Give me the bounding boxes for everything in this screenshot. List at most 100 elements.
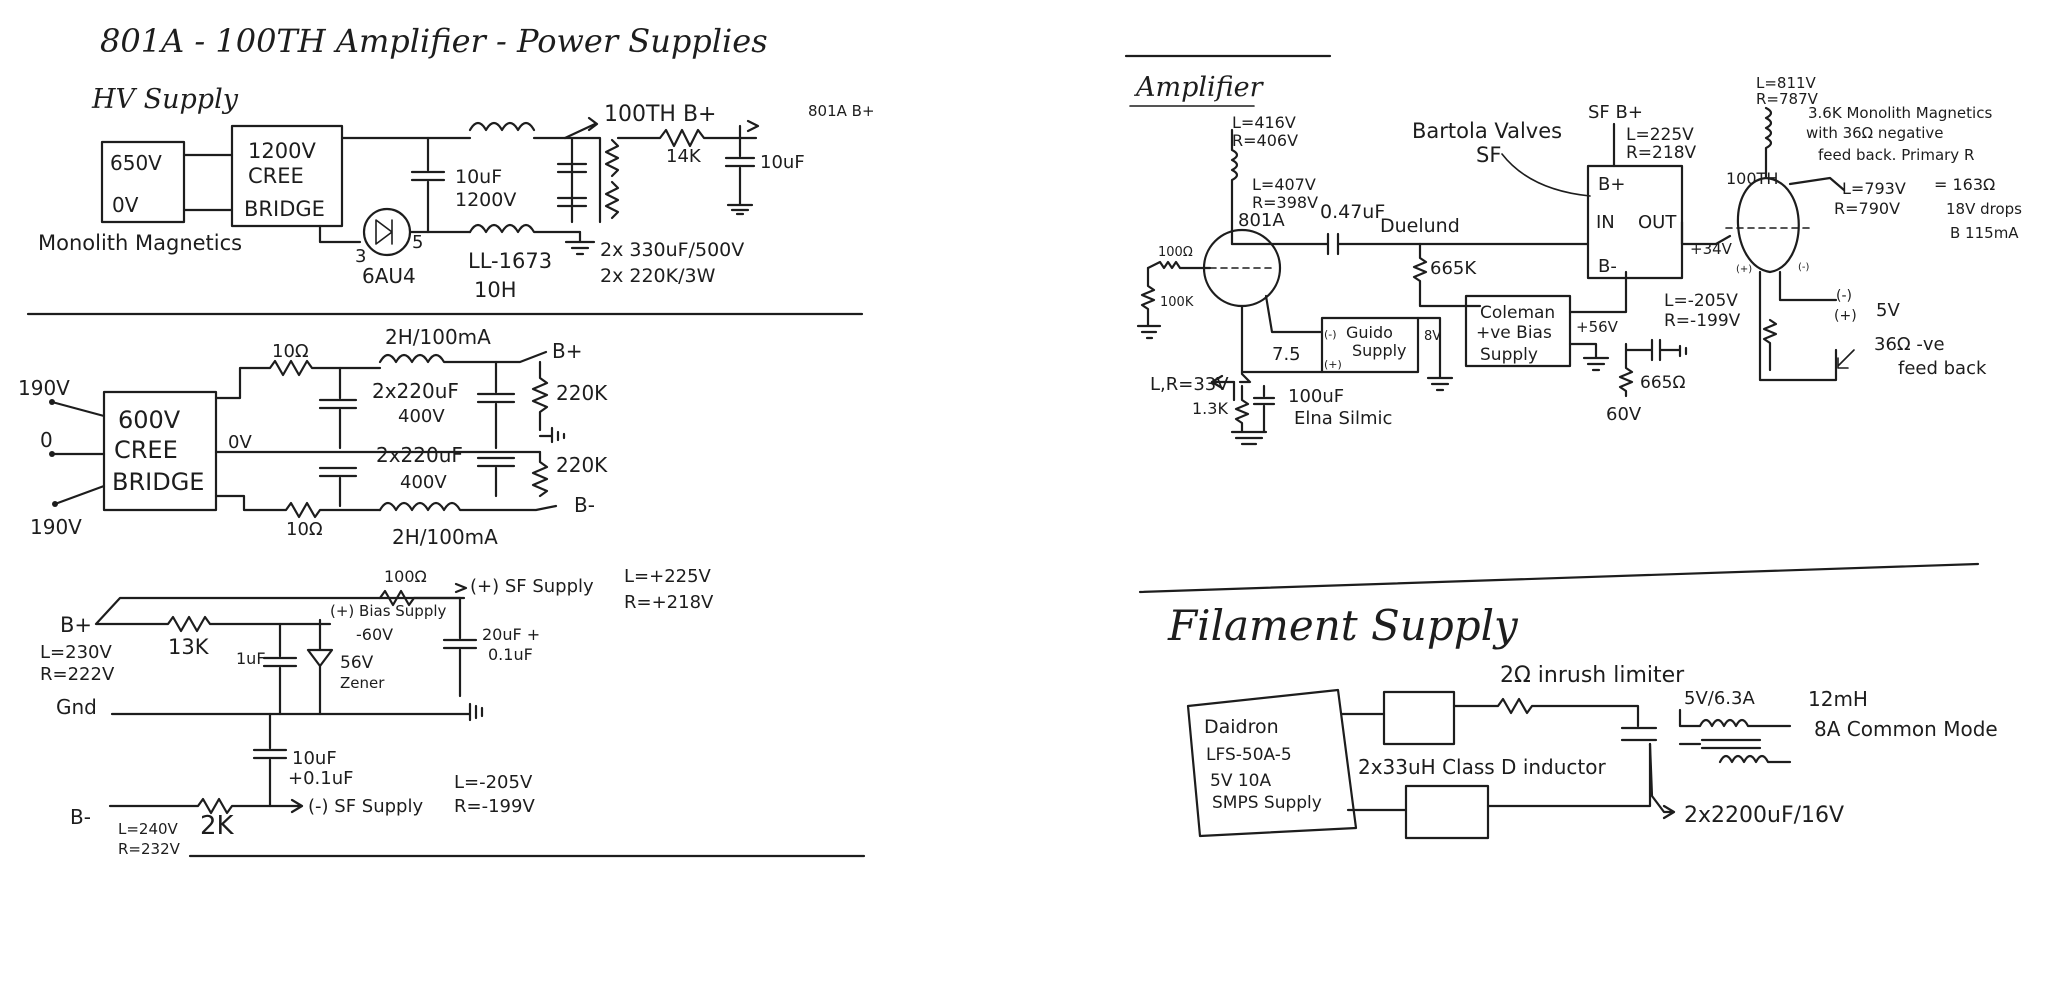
hv-rect-pin-right: 5 <box>412 232 423 253</box>
amp-primary-ohm: = 163Ω <box>1934 175 1995 194</box>
amp-feedback-l1: 36Ω -ve <box>1874 334 1945 355</box>
bias-v-bot: 190V <box>30 515 82 539</box>
bias-bridge-l1: 600V <box>118 406 181 434</box>
sf-supply-section: B+ L=230V R=222V 13K 1uF 56V Zener (+) B… <box>40 566 714 858</box>
hv-14k-resistor <box>616 119 760 148</box>
amp-plate-tap <box>1788 176 1846 192</box>
hv-rectifier-tube <box>362 207 412 257</box>
filament-cm-l1: 12mH <box>1808 687 1868 711</box>
amp-v5: 5V <box>1876 300 1900 321</box>
hv-r14k: 14K <box>666 146 702 167</box>
page-title: 801A - 100TH Amplifier - Power Supplies <box>100 22 768 60</box>
amp-r-665k: 665K <box>1430 258 1477 279</box>
sf-neg-meas-l: L=-205V <box>454 772 533 793</box>
hv-bridge-l2: CREE <box>248 164 304 188</box>
hv-cap1 <box>410 136 446 234</box>
amp-sf-box-bminus: B- <box>1598 256 1617 277</box>
bias-caps-left <box>318 366 358 508</box>
bias-v-mid: 0 <box>40 428 53 452</box>
amp-plate-meas-l: L=811V <box>1756 74 1817 92</box>
amp-heading: Amplifier <box>1133 72 1265 103</box>
sf-cap-20u <box>442 596 478 698</box>
amp-grid-stopper <box>1146 260 1212 270</box>
amp-filament-wiring <box>1758 270 1838 382</box>
hv-cap2 <box>724 124 756 216</box>
amp-sf-bminus-r: R=-199V <box>1664 311 1741 331</box>
bias-bottom-rail-a <box>214 494 382 519</box>
hv-bridge-box <box>230 124 344 228</box>
bias-cap-top-1: 2x220uF <box>372 379 459 403</box>
hv-tx-maker: Monolith Magnetics <box>38 231 242 255</box>
amp-sf-meas-r: R=218V <box>1626 143 1697 163</box>
amp-coupling-cap <box>1230 232 1422 256</box>
amp-v60: 60V <box>1606 404 1642 425</box>
filament-smps-l1: Daidron <box>1204 716 1279 738</box>
amp-guido-8v: 8V <box>1424 329 1441 344</box>
amp-otx-l1: 3.6K Monolith Magnetics <box>1808 104 1992 122</box>
hv-tx-bottom: 0V <box>112 193 139 217</box>
amp-otx-l3: feed back. Primary R <box>1818 146 1974 164</box>
amp-guido-plus: (+) <box>1324 358 1342 371</box>
amp-v56: +56V <box>1576 318 1619 336</box>
hv-supply-section: HV Supply 650V 0V Monolith Magnetics 120… <box>38 84 875 302</box>
amp-grid-leak <box>1136 266 1162 340</box>
sf-neg-out: (-) SF Supply <box>308 796 423 817</box>
hv-801a-bplus: 801A B+ <box>808 102 875 120</box>
hv-supply-heading: HV Supply <box>91 84 239 115</box>
bias-out-plus: B+ <box>552 339 582 363</box>
amp-lr33: L,R=33V <box>1150 374 1229 395</box>
hv-rect-wire-a <box>318 224 362 244</box>
amp-primary-l: L=793V <box>1842 179 1906 198</box>
sf-bias-note: (+) Bias Supply <box>330 602 447 620</box>
bias-choke-top: 2H/100mA <box>385 325 491 349</box>
amp-801a-label: 801A <box>1238 210 1285 231</box>
amp-coleman-l3: Supply <box>1480 345 1538 365</box>
amp-sf-box-bplus: B+ <box>1598 174 1625 195</box>
amp-guido-l2: Supply <box>1352 341 1407 360</box>
amp-100th-grid-wire <box>1714 234 1732 246</box>
amp-coleman-box <box>1464 294 1572 368</box>
hv-transformer-box <box>100 140 186 224</box>
amp-primary-r: R=790V <box>1834 199 1900 218</box>
hv-rect-tube-type: 6AU4 <box>362 264 416 288</box>
divider-3 <box>1138 562 1980 594</box>
filament-smps-box <box>1186 688 1358 838</box>
amp-cathode-rc <box>1230 384 1276 446</box>
hv-bridge-l1: 1200V <box>248 139 316 163</box>
bias-input-wires <box>50 400 106 506</box>
filament-common-mode-choke <box>1678 708 1792 764</box>
amp-sf-meas-l: L=225V <box>1626 125 1694 145</box>
amp-v75: 7.5 <box>1272 344 1301 365</box>
filament-cm-l2: 8A Common Mode <box>1814 717 1998 741</box>
amp-100th-tube <box>1736 176 1800 274</box>
amp-guido-minus: (-) <box>1324 328 1337 341</box>
amp-otx-l2: with 36Ω negative <box>1806 124 1944 142</box>
bias-cap-top-2: 400V <box>398 406 445 427</box>
sf-r2k: 2K <box>200 811 235 841</box>
amp-coupling-value: 0.47uF <box>1320 201 1385 223</box>
bias-r-top: 10Ω <box>272 341 309 362</box>
amp-fil-pol-3: (-) <box>1836 288 1852 304</box>
hv-bridge-l3: BRIDGE <box>244 197 325 221</box>
hv-tx-top: 650V <box>110 151 162 175</box>
filament-pos-rail <box>1340 697 1640 728</box>
amp-fil-pol-4: (+) <box>1834 308 1857 324</box>
amp-sf-bminus-l: L=-205V <box>1664 291 1738 311</box>
amp-primary-current: B 115mA <box>1950 224 2019 242</box>
amp-100th-label: 100TH <box>1726 169 1778 188</box>
bias-bridge-l3: BRIDGE <box>112 468 204 496</box>
sf-neg-meas-r: R=-199V <box>454 796 535 817</box>
amp-output-transformer-primary <box>1764 106 1773 180</box>
sf-rail-minus <box>108 797 304 815</box>
amp-bartola-l1: Bartola Valves <box>1412 119 1562 143</box>
amp-cap-cath-b: Elna Silmic <box>1294 408 1392 429</box>
amp-feedback-l2: feed back <box>1898 358 1987 379</box>
sf-cap-1u-label: 1uF <box>236 649 266 668</box>
sf-bplus-meas-r: R=222V <box>40 664 115 685</box>
sf-zener-label: Zener <box>340 674 385 692</box>
amp-r-665: 665Ω <box>1640 373 1685 393</box>
hv-cap1-l1: 10uF <box>455 166 502 188</box>
bias-top-rail <box>214 359 382 400</box>
amp-coleman-wiring <box>1568 270 1628 372</box>
bias-r-bleed-top: 220K <box>556 381 608 405</box>
